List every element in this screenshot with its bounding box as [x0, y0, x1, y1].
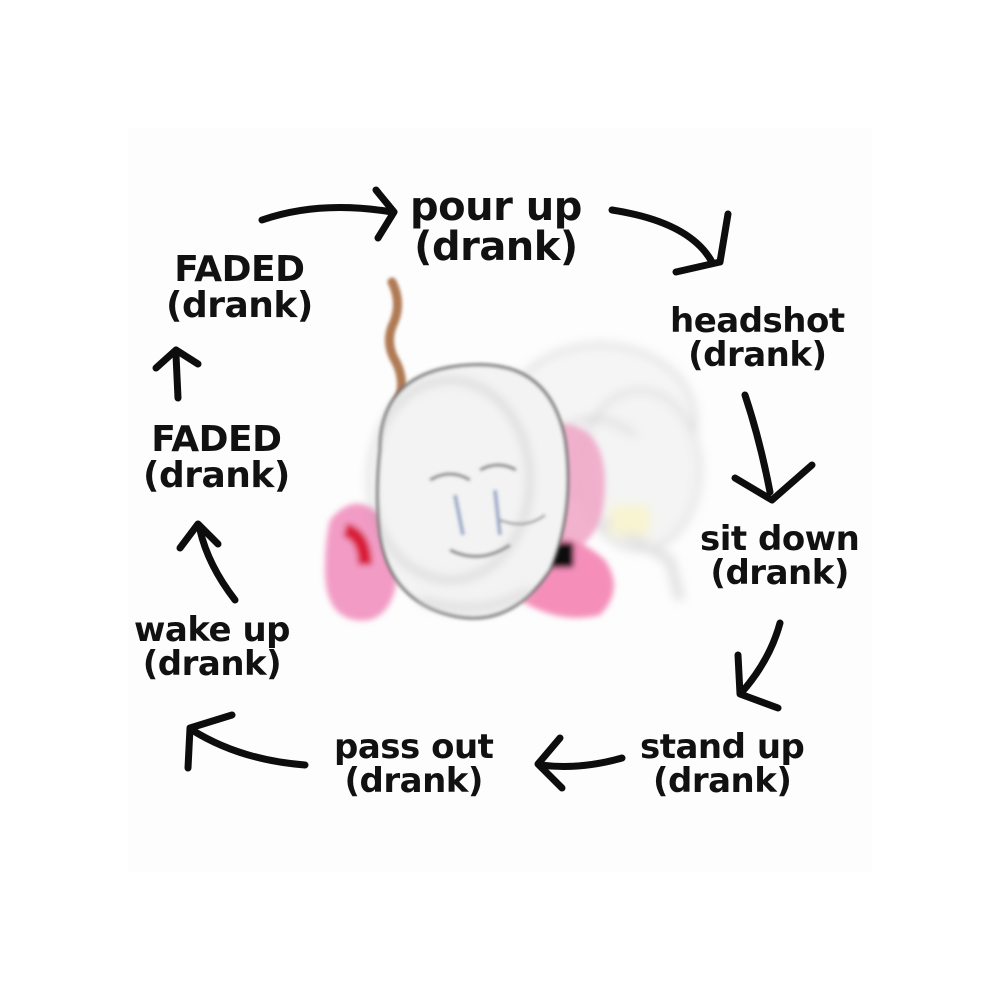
arrow-faded-lower-to-faded-upper — [152, 346, 202, 402]
step-faded-upper: FADED (drank) — [166, 252, 313, 324]
step-stand-up: stand up (drank) — [640, 727, 805, 801]
step-label: FADED — [174, 249, 305, 290]
arrow-faded-to-pour-up — [258, 186, 398, 242]
step-sublabel: (drank) — [166, 285, 313, 326]
step-label: pour up — [410, 184, 582, 230]
step-pour-up: pour up (drank) — [410, 187, 582, 267]
step-label: headshot — [670, 301, 845, 341]
arrow-pass-out-to-wake-up — [184, 711, 309, 772]
arrow-sit-down-to-stand-up — [734, 619, 784, 712]
arrow-wake-up-to-faded-lower — [176, 520, 239, 604]
step-sublabel: (drank) — [143, 455, 290, 496]
step-faded-lower: FADED (drank) — [143, 422, 290, 494]
step-sublabel: (drank) — [652, 761, 792, 801]
step-wake-up: wake up (drank) — [134, 610, 291, 684]
step-pass-out: pass out (drank) — [334, 727, 494, 801]
step-label: stand up — [640, 727, 805, 767]
arrow-pour-up-to-headshot — [608, 206, 732, 276]
arrow-stand-up-to-pass-out — [534, 734, 626, 792]
step-sublabel: (drank) — [344, 761, 483, 801]
step-sit-down: sit down (drank) — [700, 519, 860, 593]
step-label: sit down — [700, 519, 860, 559]
step-label: FADED — [151, 419, 282, 460]
step-sublabel: (drank) — [710, 553, 849, 593]
step-sublabel: (drank) — [142, 644, 282, 684]
arrow-headshot-to-sit-down — [731, 391, 816, 504]
step-label: pass out — [334, 727, 494, 767]
step-sublabel: (drank) — [688, 335, 827, 375]
step-headshot: headshot (drank) — [670, 304, 845, 372]
step-label: wake up — [134, 610, 291, 650]
step-sublabel: (drank) — [414, 224, 578, 270]
